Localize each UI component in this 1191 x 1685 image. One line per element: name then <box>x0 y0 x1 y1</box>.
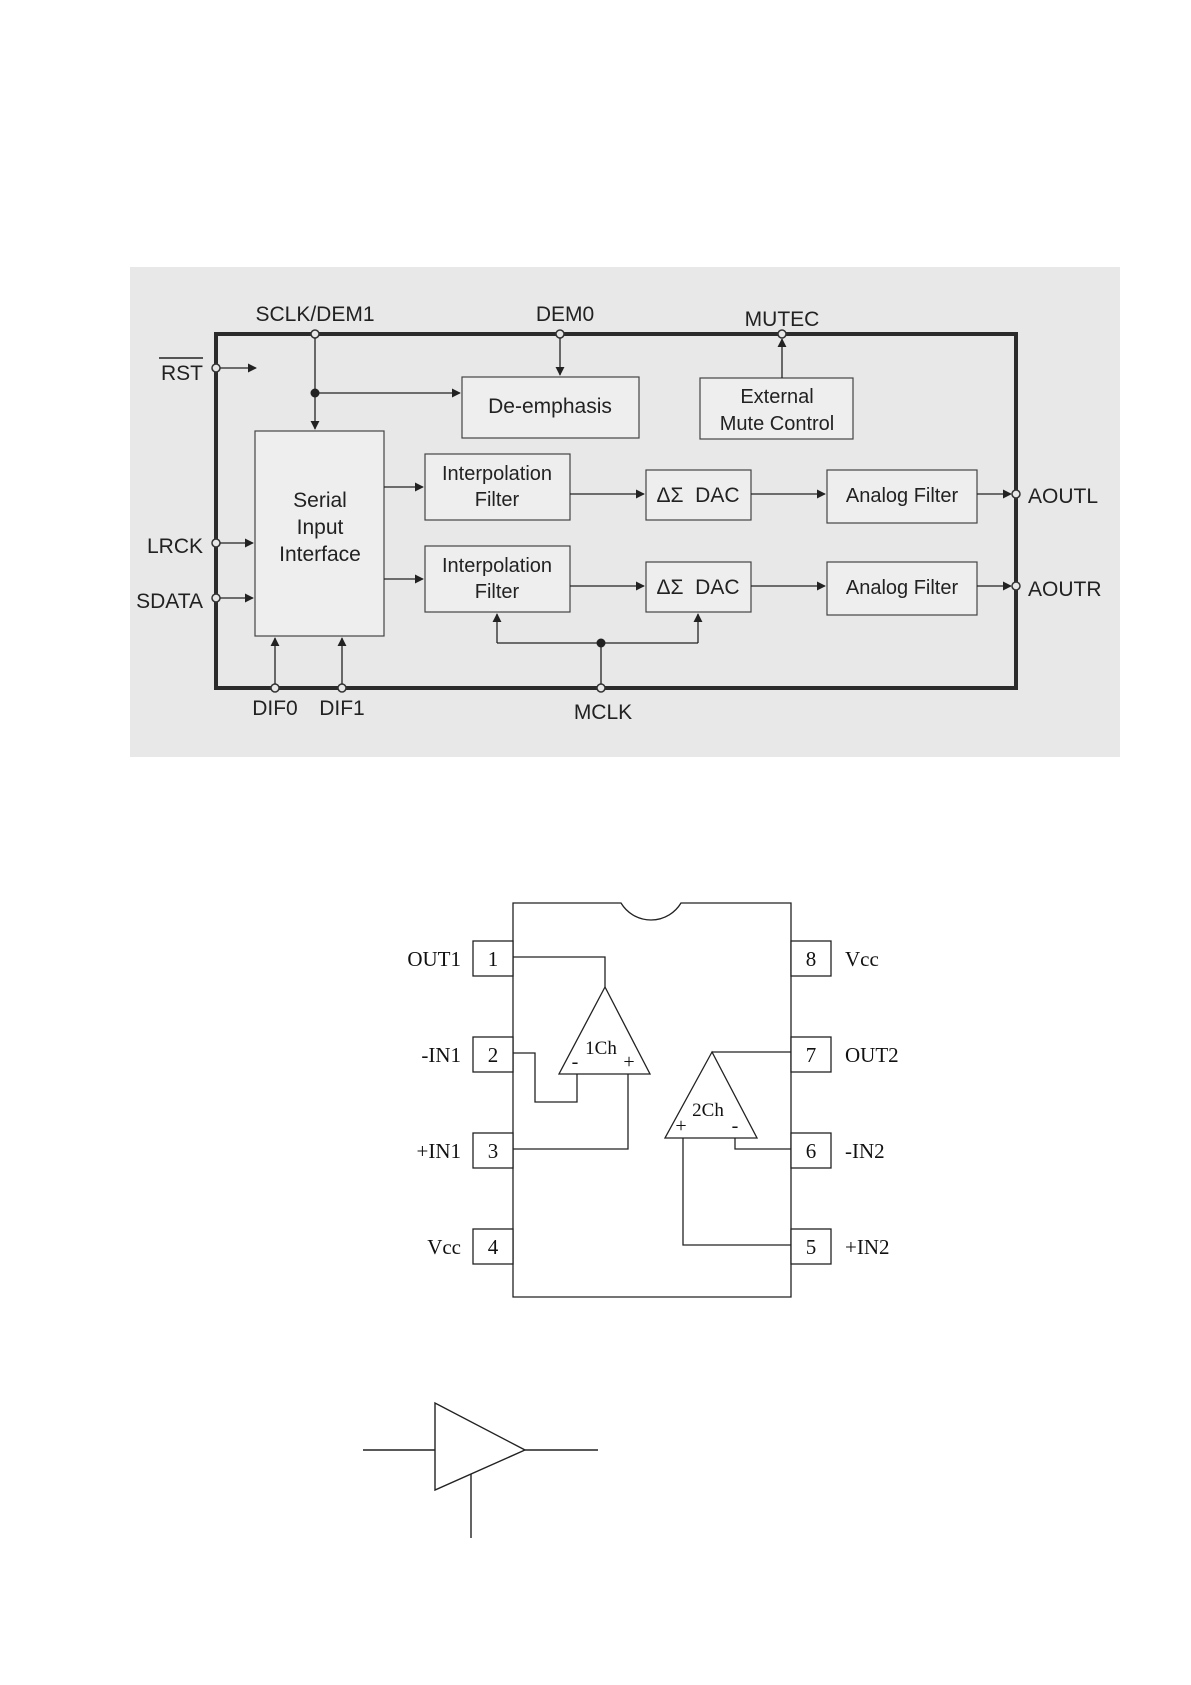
de-emphasis-label: De-emphasis <box>488 395 612 418</box>
pin-name-vcc-right: Vcc <box>845 947 879 971</box>
pin-dif0 <box>271 684 279 692</box>
opamp-2ch-minus: - <box>732 1115 739 1137</box>
dac-left-label: ΔΣ DAC <box>656 484 739 507</box>
pin-label-sdata: SDATA <box>136 590 203 613</box>
pin-number-7: 7 <box>806 1043 817 1067</box>
pin-dif1 <box>338 684 346 692</box>
pin-aoutr <box>1012 582 1020 590</box>
analog-filter-right-label: Analog Filter <box>846 577 959 599</box>
pin-name-out1: OUT1 <box>407 947 461 971</box>
opamp-1ch-minus: - <box>572 1051 579 1073</box>
pin-label-dif1: DIF1 <box>319 697 365 720</box>
junction-mclk <box>597 639 606 648</box>
external-mute-label-line1: External <box>740 386 813 408</box>
interp-right-label-line1: Interpolation <box>442 555 552 577</box>
serial-label-line3: Interface <box>279 543 361 566</box>
pin-dem0 <box>556 330 564 338</box>
pin-number-2: 2 <box>488 1043 499 1067</box>
pin-label-lrck: LRCK <box>147 535 203 558</box>
pin-sdata <box>212 594 220 602</box>
buffer-triangle <box>435 1403 525 1490</box>
pin-number-3: 3 <box>488 1139 499 1163</box>
pin-number-4: 4 <box>488 1235 499 1259</box>
pin-label-mclk: MCLK <box>574 701 632 724</box>
pin-mclk <box>597 684 605 692</box>
analog-filter-left-label: Analog Filter <box>846 485 959 507</box>
pin-aoutl <box>1012 490 1020 498</box>
pin-number-8: 8 <box>806 947 817 971</box>
dac-right-label: ΔΣ DAC <box>656 576 739 599</box>
dac-block-diagram: SCLK/DEM1 DEM0 MUTEC RST LRCK SDATA DIF0… <box>130 267 1120 757</box>
pin-label-mutec: MUTEC <box>745 308 820 331</box>
ic-body <box>513 903 791 1297</box>
pin-name-in2-minus: -IN2 <box>845 1139 885 1163</box>
pin-label-aoutr: AOUTR <box>1028 578 1102 601</box>
pin-label-dif0: DIF0 <box>252 697 298 720</box>
pin-label-aoutl: AOUTL <box>1028 485 1098 508</box>
opamp-2ch-plus: + <box>675 1115 686 1137</box>
external-mute-label-line2: Mute Control <box>720 413 835 435</box>
opamp-2ch-label: 2Ch <box>692 1100 724 1121</box>
dual-opamp-pinout: 1 2 3 4 8 7 6 5 OUT1 -IN1 +IN1 Vcc Vcc O… <box>407 903 898 1297</box>
junction-sclk <box>311 389 320 398</box>
opamp-1ch-plus: + <box>623 1051 634 1073</box>
interp-left-label-line2: Filter <box>475 489 520 511</box>
pin-mutec <box>778 330 786 338</box>
pin-rst <box>212 364 220 372</box>
pin-number-5: 5 <box>806 1235 817 1259</box>
pin-label-sclk-dem1: SCLK/DEM1 <box>255 303 374 326</box>
pin-name-vcc-left: Vcc <box>427 1235 461 1259</box>
pin-lrck <box>212 539 220 547</box>
pin-name-in2-plus: +IN2 <box>845 1235 890 1259</box>
serial-label-line1: Serial <box>293 489 347 512</box>
opamp-1ch-label: 1Ch <box>585 1038 617 1059</box>
serial-label-line2: Input <box>297 516 344 539</box>
pin-label-dem0: DEM0 <box>536 303 594 326</box>
pin-number-6: 6 <box>806 1139 817 1163</box>
buffer-symbol <box>363 1403 598 1538</box>
pin-label-rst: RST <box>161 362 203 385</box>
interp-left-label-line1: Interpolation <box>442 463 552 485</box>
pin-name-out2: OUT2 <box>845 1043 899 1067</box>
pin-sclk-dem1 <box>311 330 319 338</box>
pin-name-in1-plus: +IN1 <box>416 1139 461 1163</box>
pin-number-1: 1 <box>488 947 499 971</box>
pin-name-in1-minus: -IN1 <box>421 1043 461 1067</box>
interp-right-label-line2: Filter <box>475 581 520 603</box>
